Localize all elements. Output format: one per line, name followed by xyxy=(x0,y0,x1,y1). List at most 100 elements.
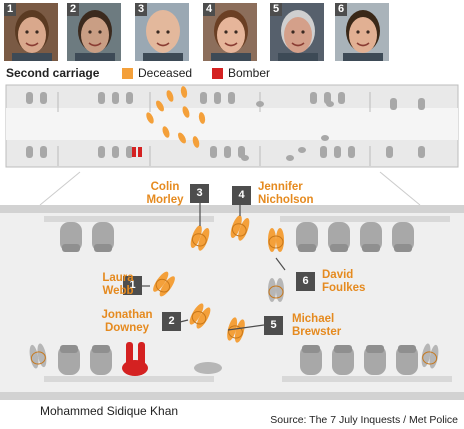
seat xyxy=(90,345,112,375)
seat xyxy=(98,92,105,104)
carriage-detail xyxy=(0,200,464,400)
victim-last-name: Morley xyxy=(146,194,184,206)
seat xyxy=(386,146,393,158)
victim-badge-3: 3 xyxy=(190,184,209,203)
victim-marker-colin-morley xyxy=(190,225,210,251)
legend-deceased-label: Deceased xyxy=(138,66,193,80)
seat xyxy=(418,146,425,158)
victim-first-name: Jonathan xyxy=(101,309,153,321)
legend-bomber: Bomber xyxy=(212,66,270,80)
seat xyxy=(360,222,382,252)
seat xyxy=(200,92,207,104)
seat xyxy=(300,345,322,375)
victim-first-name: Michael xyxy=(292,313,335,325)
victim-badge-5: 5 xyxy=(264,316,283,335)
victim-badge-2: 2 xyxy=(162,312,181,331)
passenger-marker xyxy=(286,155,294,161)
photo-number-1: 1 xyxy=(4,3,16,16)
victim-photo-3: 3 xyxy=(135,3,189,61)
bomber-name-label: Mohammed Sidique Khan xyxy=(40,404,179,418)
victim-photo-5: 5 xyxy=(270,3,324,61)
deceased-marker xyxy=(192,136,200,148)
deceased-marker xyxy=(178,132,186,144)
victim-first-name: David xyxy=(322,269,354,281)
seat xyxy=(26,92,33,104)
bomber-swatch xyxy=(212,67,223,79)
deceased-marker xyxy=(198,112,206,124)
seat xyxy=(92,222,114,252)
seat xyxy=(112,146,119,158)
passenger-marker xyxy=(241,155,249,161)
seat xyxy=(26,146,33,158)
victim-photo-1: 1 xyxy=(4,3,58,61)
passenger-marker xyxy=(194,362,222,374)
deceased-marker xyxy=(180,86,188,98)
victim-marker-jonathan-downey xyxy=(189,303,211,329)
carriage-overview xyxy=(5,84,459,168)
seat xyxy=(348,146,355,158)
deceased-swatch xyxy=(122,67,133,79)
victim-first-name: Colin xyxy=(150,181,180,193)
deceased-marker xyxy=(156,100,164,112)
seat xyxy=(58,345,80,375)
deceased-marker xyxy=(166,90,174,102)
seat xyxy=(296,222,318,252)
victim-last-name: Webb xyxy=(102,285,134,297)
seat xyxy=(228,92,235,104)
victim-badge-6: 6 xyxy=(296,272,315,291)
photo-number-3: 3 xyxy=(135,3,147,16)
victim-photo-4: 4 xyxy=(203,3,257,61)
seat xyxy=(40,146,47,158)
seat xyxy=(210,146,217,158)
victim-first-name: Laura xyxy=(102,272,134,284)
seat xyxy=(364,345,386,375)
victim-first-name: Jennifer xyxy=(258,181,303,193)
victim-marker-jennifer-nicholson xyxy=(230,215,250,241)
deceased-marker xyxy=(162,126,170,138)
legend-title: Second carriage xyxy=(6,66,100,80)
seat xyxy=(112,92,119,104)
seat xyxy=(328,222,350,252)
legend-bomber-label: Bomber xyxy=(228,66,271,80)
victim-last-name: Nicholson xyxy=(258,194,314,206)
seat xyxy=(40,92,47,104)
seat xyxy=(126,92,133,104)
victim-marker-laura-webb xyxy=(153,271,175,297)
passenger-marker xyxy=(321,135,329,141)
passenger-marker xyxy=(326,101,334,107)
legend-deceased: Deceased xyxy=(122,66,192,80)
photo-number-2: 2 xyxy=(67,3,79,16)
victim-last-name: Brewster xyxy=(292,326,342,338)
deceased-marker xyxy=(182,106,190,118)
passenger-marker xyxy=(421,343,439,369)
victim-marker-david-foulkes xyxy=(268,228,284,252)
seat xyxy=(392,222,414,252)
bomber-marker xyxy=(138,147,142,157)
photo-number-6: 6 xyxy=(335,3,347,16)
victim-badge-4: 4 xyxy=(232,186,251,205)
passenger-marker xyxy=(268,278,284,302)
seat xyxy=(214,92,221,104)
seat xyxy=(324,92,331,104)
passenger-marker xyxy=(29,343,47,369)
victim-last-name: Downey xyxy=(104,322,150,334)
passenger-marker xyxy=(298,147,306,153)
deceased-marker xyxy=(146,112,154,124)
source-note: Source: The 7 July Inquests / Met Police xyxy=(270,414,458,426)
bomber-marker xyxy=(132,147,136,157)
seat xyxy=(418,98,425,110)
seat xyxy=(224,146,231,158)
seat xyxy=(396,345,418,375)
seat xyxy=(334,146,341,158)
photo-number-5: 5 xyxy=(270,3,282,16)
victim-badge-1: 1 xyxy=(123,276,142,295)
victim-photo-6: 6 xyxy=(335,3,389,61)
seat xyxy=(60,222,82,252)
